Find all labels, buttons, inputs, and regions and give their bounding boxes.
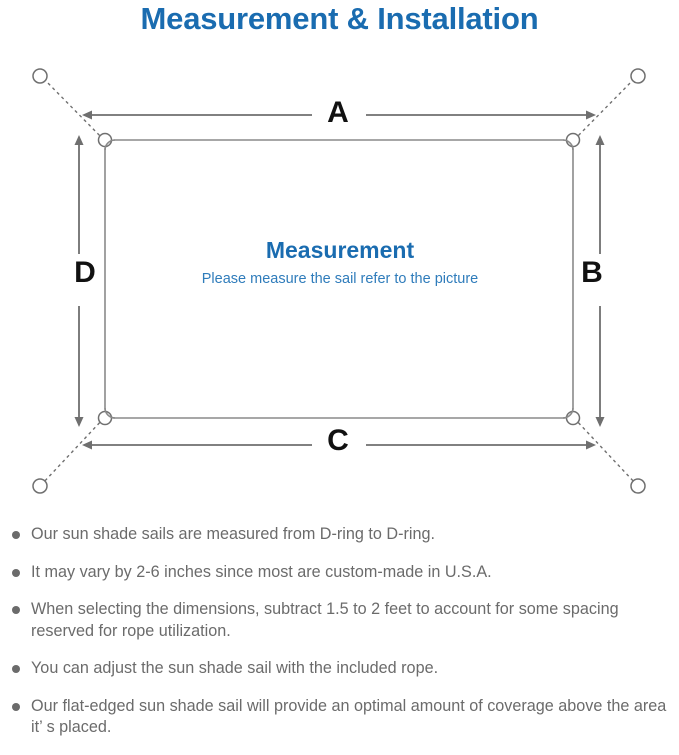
rope-bottom-left	[41, 417, 105, 485]
note-text: Our flat-edged sun shade sail will provi…	[31, 696, 667, 737]
d-ring-top-left	[97, 132, 113, 148]
bullet-icon	[12, 665, 20, 673]
diagram-svg	[32, 68, 646, 494]
anchor-point-bottom-left	[32, 478, 48, 494]
notes-list: Our sun shade sails are measured from D-…	[0, 524, 679, 755]
anchor-point-top-left	[32, 68, 48, 84]
diagram-center-subheading: Please measure the sail refer to the pic…	[201, 271, 479, 287]
rope-top-left	[41, 76, 105, 141]
bullet-icon	[12, 702, 20, 711]
sail-outline	[104, 139, 574, 419]
sail-corner-top-left	[104, 139, 116, 151]
sail-corner-bottom-right	[562, 407, 574, 419]
anchor-point-bottom-right	[630, 478, 646, 494]
note-item: Our flat-edged sun shade sail will provi…	[0, 696, 679, 739]
dimension-label-b: B	[575, 258, 609, 288]
note-item: You can adjust the sun shade sail with t…	[0, 658, 679, 680]
bullet-icon	[12, 606, 20, 614]
rope-top-right	[573, 76, 637, 141]
d-ring-top-right	[565, 132, 581, 148]
rope-bottom-right	[573, 417, 637, 485]
dimension-label-d: D	[68, 258, 102, 288]
diagram-center-caption: Measurement Please measure the sail refe…	[125, 236, 555, 290]
diagram-center-heading: Measurement	[265, 237, 415, 263]
measurement-installation-infographic: Measurement & Installation	[0, 1, 679, 736]
sail-measurement-diagram: A B C D Measurement Please measure the s…	[0, 46, 679, 516]
d-ring-bottom-right	[565, 410, 581, 426]
note-item: Our sun shade sails are measured from D-…	[0, 524, 679, 546]
note-text: It may vary by 2-6 inches since most are…	[31, 562, 492, 581]
anchor-point-top-right	[630, 68, 646, 84]
sail-corner-top-right	[562, 139, 574, 151]
dimension-label-a: A	[318, 98, 358, 128]
note-text: You can adjust the sun shade sail with t…	[31, 659, 439, 677]
note-text: When selecting the dimensions, subtract …	[31, 600, 619, 640]
note-text: Our sun shade sails are measured from D-…	[31, 525, 435, 543]
page-title: Measurement & Installation	[140, 1, 539, 36]
bullet-icon	[12, 531, 20, 539]
dimension-label-c: C	[318, 426, 358, 456]
d-ring-bottom-left	[97, 410, 113, 426]
bullet-icon	[12, 568, 20, 577]
note-item: It may vary by 2-6 inches since most are…	[0, 562, 679, 584]
sail-corner-bottom-left	[104, 407, 116, 419]
note-item: When selecting the dimensions, subtract …	[0, 599, 679, 642]
